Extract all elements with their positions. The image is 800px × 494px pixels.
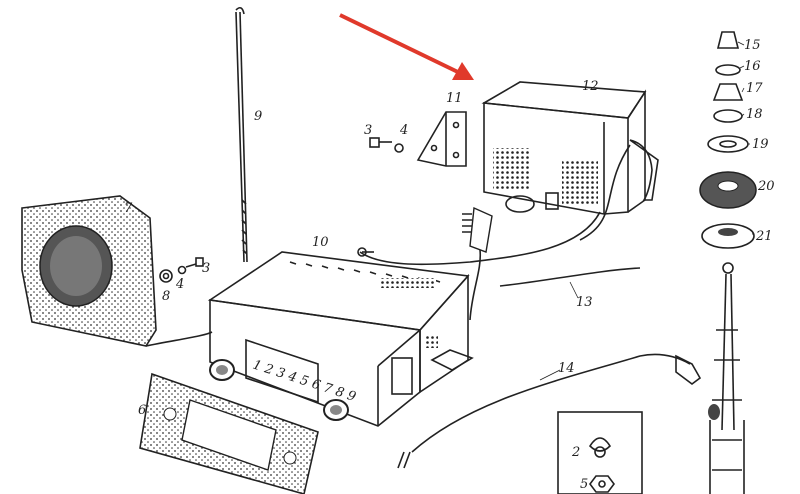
part-label-4: 4 [175,277,184,292]
antenna-cable [397,353,702,469]
bolt [369,137,392,148]
part-label-8: 8 [162,289,170,304]
part-label-13: 13 [576,295,593,310]
radio-receiver [207,247,474,427]
mounting-bracket [416,111,467,167]
leader-lines [539,41,754,381]
part-label-7: 7 [124,201,133,216]
antenna-mast [708,262,745,494]
part-label-12: 12 [582,79,599,94]
cap-nut [716,31,740,49]
part-label-2: 2 [571,445,580,460]
washer [394,143,404,153]
part-label-15: 15 [744,38,761,53]
pointer-arrow [339,13,474,80]
power-supply-unit [481,81,659,241]
front-panel-frame [139,372,319,494]
part-label-3: 3 [364,123,372,138]
rubber-washer [159,269,173,283]
part-label-19: 19 [752,137,769,152]
rubber-seal [699,171,757,209]
rod [235,6,248,263]
wing-nut [588,437,612,458]
base-washer [701,223,755,249]
part-label-14: 14 [558,361,575,376]
part-label-17: 17 [746,81,763,96]
cable [499,267,641,287]
hardware-inset [557,411,643,494]
loudspeaker [21,195,213,347]
volume-knob [209,359,235,381]
part-labels: 2 3 3 4 4 5 6 7 8 9 10 11 12 13 14 15 16… [124,38,775,492]
cable [359,211,601,266]
washer [177,265,187,275]
part-label-16: 16 [744,59,761,74]
part-label-10: 10 [312,235,329,250]
part-label-5: 5 [580,477,588,492]
gasket [707,135,749,153]
part-label-18: 18 [746,107,763,122]
bushing [712,83,744,101]
part-label-21: 21 [755,229,773,244]
hex-nut [589,475,615,493]
part-label-4: 4 [399,123,408,138]
ring [713,109,743,123]
part-label-20: 20 [757,179,775,194]
bolt [185,257,204,268]
part-label-3: 3 [202,261,210,276]
part-label-11: 11 [446,91,463,106]
part-label-6: 6 [138,403,146,418]
washer [715,64,741,76]
part-label-9: 9 [254,109,262,124]
tuning-knob [323,399,349,421]
connector-plug [462,206,493,321]
